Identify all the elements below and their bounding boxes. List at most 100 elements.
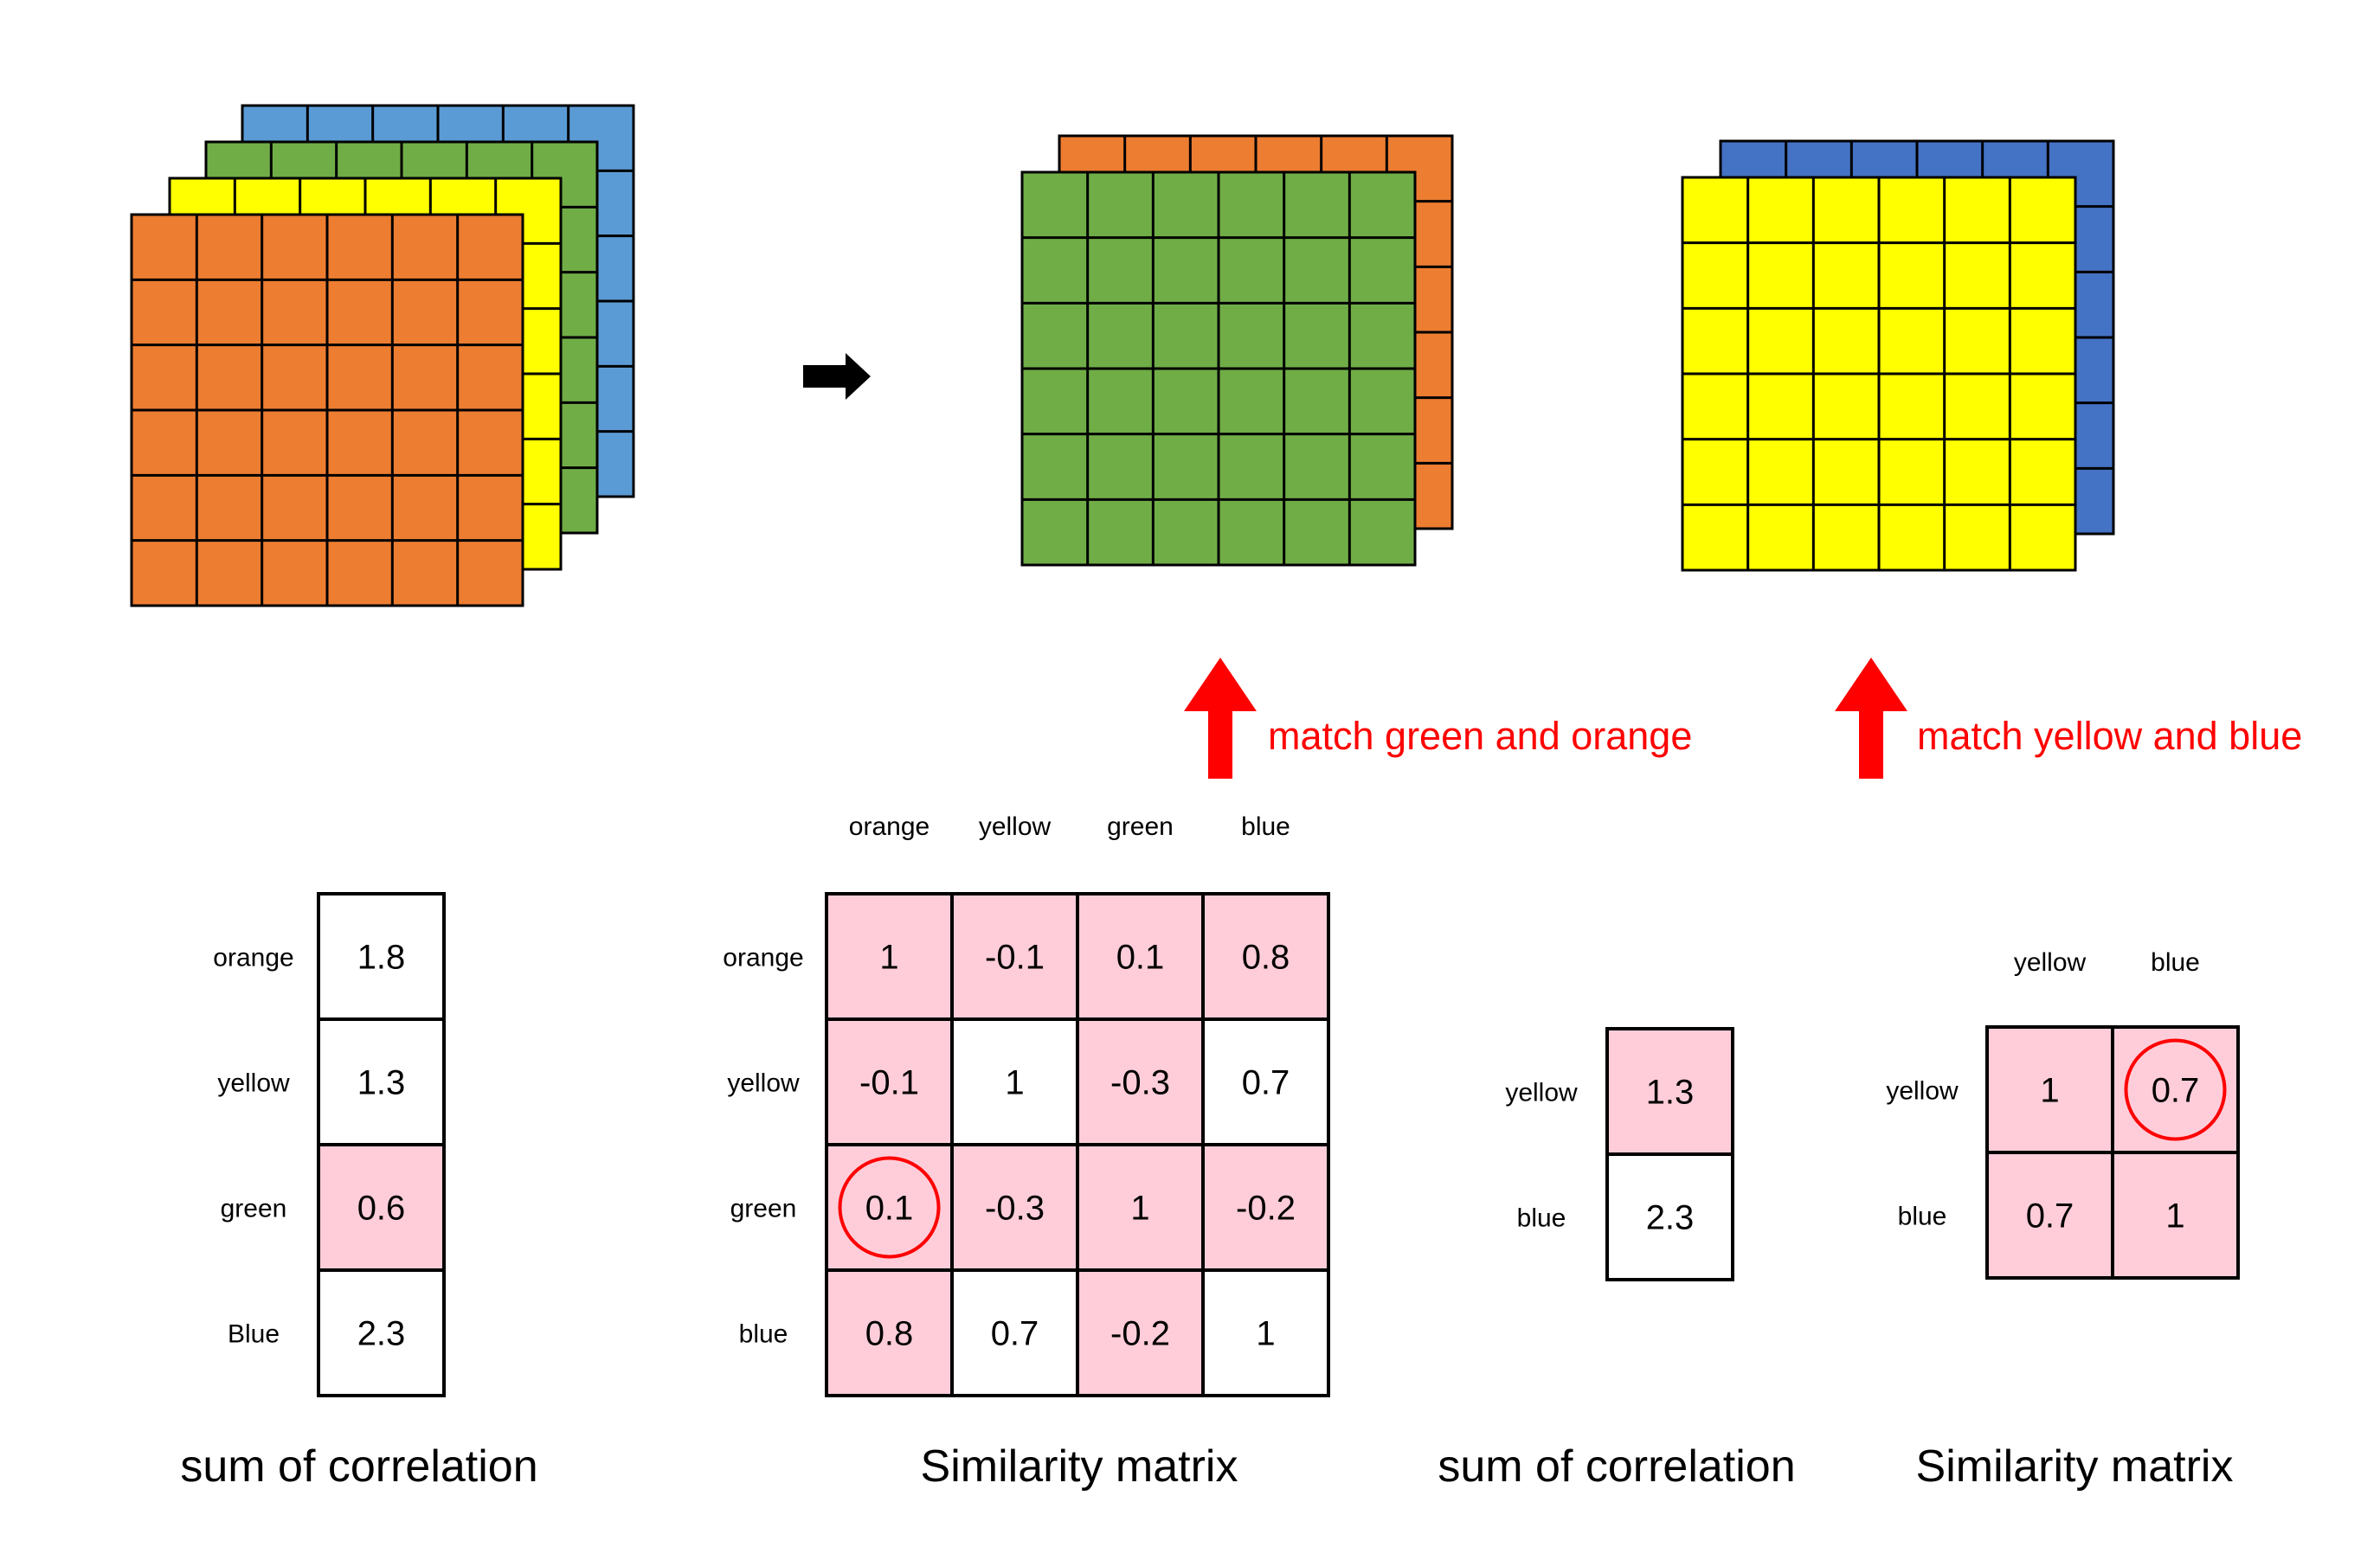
sum-of-correlation-table-2: yellow 1.3 blue 2.3 — [1505, 1027, 1734, 1281]
table-cell-background — [317, 892, 446, 1021]
matrix-cell — [1201, 1268, 1330, 1397]
selected-value-circle — [838, 1156, 941, 1259]
matrix-value: 0.7 — [1242, 1064, 1290, 1102]
similarity-matrix-1: orange yellow green blue orange yellow green bl… — [723, 812, 1330, 1397]
table-row: Blue 2.3 — [228, 1268, 446, 1397]
right-arrow-icon — [803, 353, 871, 400]
row-header: yellow — [727, 1069, 800, 1098]
matrix-value: -0.2 — [1236, 1190, 1296, 1228]
matrix-cell — [950, 1143, 1079, 1272]
matrix-cell — [950, 1268, 1079, 1397]
selected-value-circle — [2124, 1038, 2227, 1141]
column-header: yellow — [2014, 948, 2087, 977]
row-label: yellow — [1505, 1079, 1578, 1107]
matrix-value: -0.2 — [1110, 1315, 1170, 1353]
column-header: blue — [2151, 948, 2200, 977]
matrix-value: 0.8 — [865, 1315, 914, 1353]
table-cell-background — [1605, 1152, 1734, 1281]
match-green-orange-annotation: match green and orange — [1184, 658, 1692, 779]
row-value: 1.8 — [357, 939, 406, 977]
caption-similarity-matrix-1: Similarity matrix — [921, 1441, 1238, 1492]
row-value: 2.3 — [1646, 1199, 1695, 1237]
matrix-cell — [2111, 1151, 2240, 1280]
caption-sum-of-correlation-2: sum of correlation — [1438, 1441, 1795, 1492]
right-arrow-shape — [803, 353, 871, 400]
row-label: Blue — [228, 1320, 280, 1349]
matrix-cell — [825, 892, 954, 1021]
orange-feature-map — [130, 213, 524, 607]
matrix-cell — [1076, 892, 1205, 1021]
row-label: blue — [1517, 1204, 1566, 1233]
match-yellow-blue-annotation: match yellow and blue — [1835, 658, 2302, 779]
row-header: yellow — [1886, 1077, 1959, 1106]
up-arrow-shape — [1835, 658, 1907, 779]
column-header: green — [1107, 812, 1174, 841]
matrix-value: 1 — [879, 939, 898, 977]
matrix-row: -0.1 1 -0.3 0.7 — [825, 1017, 1330, 1146]
table-row: green 0.6 — [221, 1143, 446, 1272]
matrix-cell — [2111, 1025, 2240, 1154]
row-header: orange — [723, 944, 803, 972]
matrix-cell — [1076, 1268, 1205, 1397]
matrix-value: 0.1 — [1116, 939, 1165, 977]
caption-similarity-matrix-2: Similarity matrix — [1916, 1441, 2234, 1492]
matrix-row: 0.8 0.7 -0.2 1 — [825, 1268, 1330, 1397]
row-label: yellow — [217, 1069, 290, 1098]
matrix-value: 1 — [2165, 1197, 2184, 1236]
matrix-value: 1 — [1256, 1315, 1275, 1353]
matrix-row: 0.1 -0.3 1 -0.2 — [825, 1143, 1330, 1272]
matrix-cell — [825, 1017, 954, 1146]
table-row: yellow 1.3 — [217, 1017, 446, 1146]
matrix-cell — [1201, 1143, 1330, 1272]
column-header: orange — [849, 812, 929, 841]
green-feature-map — [1020, 170, 1417, 567]
row-label: green — [221, 1195, 287, 1223]
matrix-value: -0.3 — [985, 1190, 1045, 1228]
up-arrow-icon — [1184, 658, 1257, 779]
matrix-value: 1 — [1130, 1190, 1149, 1228]
yellow-feature-map — [1681, 176, 2077, 572]
green-orange-pair-stack — [1020, 134, 1454, 567]
matrix-value: -0.1 — [859, 1064, 919, 1102]
column-header: yellow — [979, 812, 1052, 841]
row-value: 2.3 — [357, 1315, 406, 1353]
matrix-value: 0.1 — [865, 1190, 914, 1228]
table-row: yellow 1.3 — [1505, 1027, 1734, 1156]
table-cell-background — [317, 1268, 446, 1397]
matrix-value: 1 — [2040, 1072, 2059, 1110]
row-header: green — [730, 1195, 797, 1223]
up-arrow-icon — [1835, 658, 1907, 779]
table-cell-background — [1605, 1027, 1734, 1156]
matrix-value: 0.7 — [2026, 1197, 2074, 1236]
row-value: 1.3 — [1646, 1074, 1695, 1112]
input-feature-map-stack — [130, 104, 635, 607]
matrix-value: 0.8 — [1242, 939, 1290, 977]
matrix-value: 1 — [1005, 1064, 1024, 1102]
table-row: blue 2.3 — [1517, 1152, 1734, 1281]
match-green-orange-label: match green and orange — [1268, 714, 1692, 758]
row-header: blue — [1898, 1203, 1947, 1231]
row-value: 1.3 — [357, 1064, 406, 1102]
row-header: blue — [739, 1320, 788, 1349]
table-cell-background — [317, 1143, 446, 1272]
matrix-cell — [1201, 892, 1330, 1021]
up-arrow-shape — [1184, 658, 1257, 779]
match-yellow-blue-label: match yellow and blue — [1917, 714, 2302, 758]
caption-sum-of-correlation-1: sum of correlation — [180, 1441, 537, 1492]
matrix-row: 1 -0.1 0.1 0.8 — [825, 892, 1330, 1021]
column-header: blue — [1241, 812, 1290, 841]
matrix-cell — [1985, 1151, 2114, 1280]
matrix-value: -0.1 — [985, 939, 1045, 977]
matrix-value: -0.3 — [1110, 1064, 1170, 1102]
matrix-value: 0.7 — [991, 1315, 1039, 1353]
yellow-blue-pair-stack — [1681, 139, 2115, 572]
matrix-cell — [950, 1017, 1079, 1146]
row-value: 0.6 — [357, 1190, 406, 1228]
matrix-value: 0.7 — [2152, 1072, 2200, 1110]
